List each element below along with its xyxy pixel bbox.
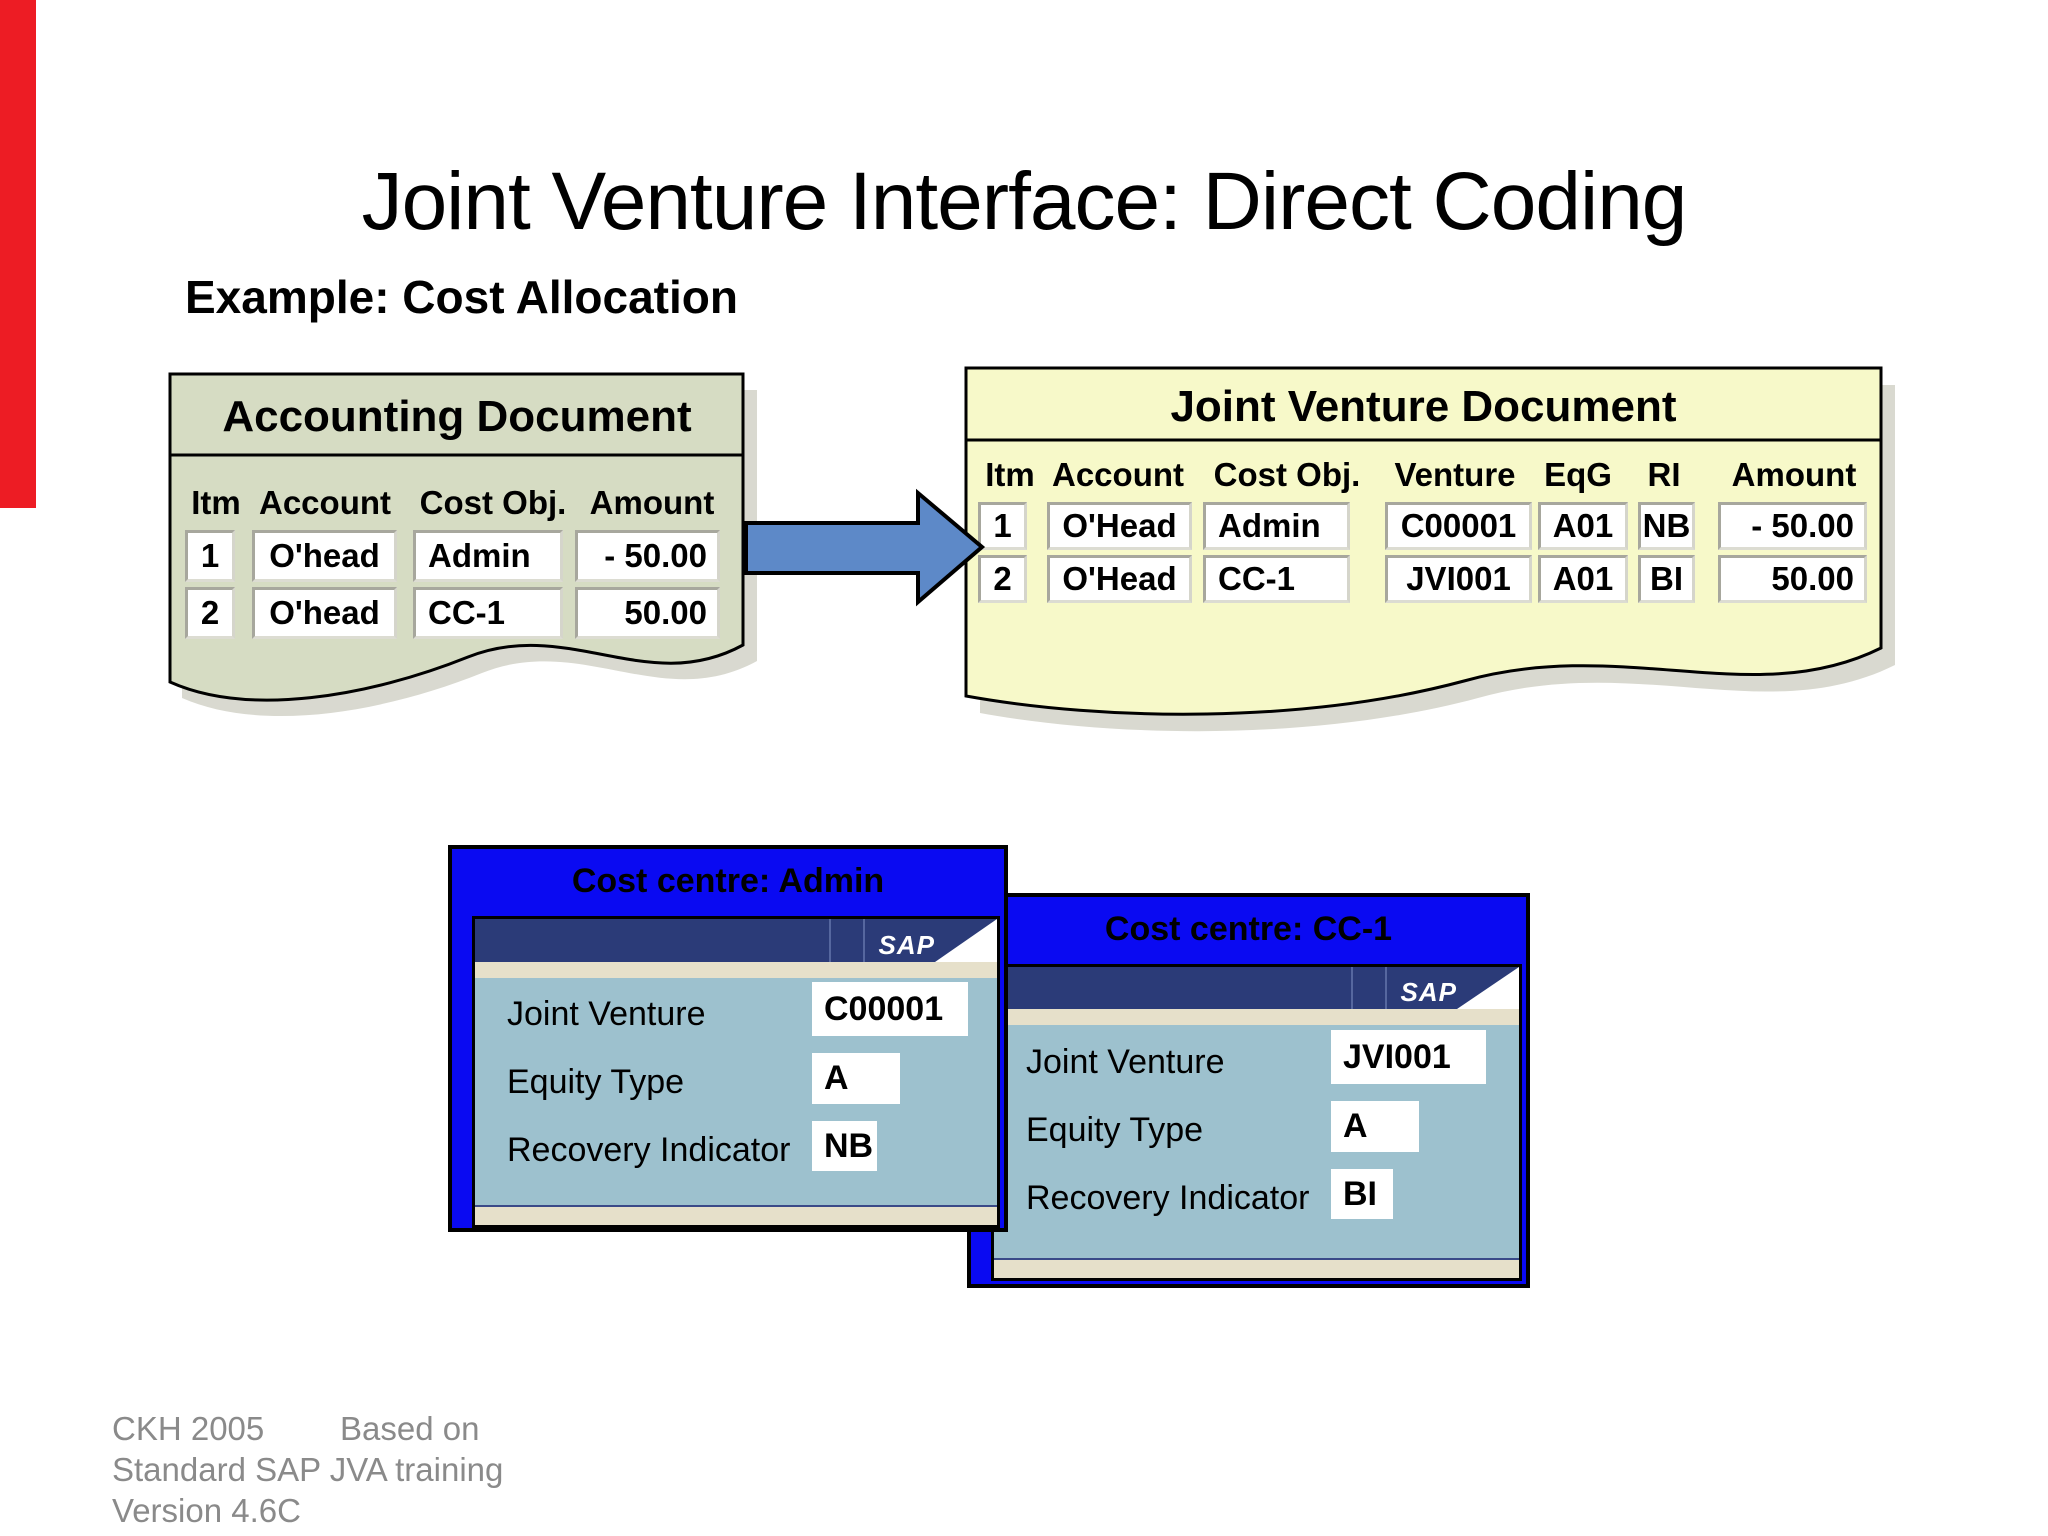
table-cell-costobj: CC-1 <box>1203 555 1350 603</box>
sap-logo-triangle-icon <box>1457 967 1519 1009</box>
field-label-equity-type: Equity Type <box>507 1063 685 1101</box>
divider <box>1351 967 1353 1009</box>
status-strip <box>994 1258 1519 1278</box>
field-input-equity-type[interactable]: A <box>812 1053 900 1104</box>
table-cell-amount: - 50.00 <box>575 530 720 582</box>
column-header-itm: Itm <box>985 456 1035 493</box>
accent-bar <box>0 0 36 508</box>
table-cell-ri: BI <box>1638 555 1695 603</box>
field-label-joint-venture: Joint Venture <box>1026 1043 1225 1081</box>
column-header-ri: RI <box>1647 456 1681 493</box>
table-cell-itm: 1 <box>185 530 235 582</box>
footer-based-on: Based on <box>340 1410 480 1447</box>
divider <box>829 919 831 962</box>
footer-line3: Version 4.6C <box>112 1492 301 1529</box>
table-cell-amount: - 50.00 <box>1718 502 1867 550</box>
field-label-equity-type: Equity Type <box>1026 1111 1204 1149</box>
sap-logo-icon: SAP <box>1400 977 1457 1007</box>
footer: CKH 2005 Based on Standard SAP JVA train… <box>112 1408 503 1531</box>
page-subtitle: Example: Cost Allocation <box>185 271 738 324</box>
sap-title-bar: SAP <box>994 967 1519 1009</box>
field-input-recovery-indicator[interactable]: NB <box>812 1121 877 1171</box>
table-cell-costobj: Admin <box>413 530 563 582</box>
table-cell-account: O'Head <box>1047 555 1192 603</box>
footer-credit: CKH 2005 <box>112 1410 265 1447</box>
status-strip <box>475 1205 997 1225</box>
dialog-title: Cost centre: Admin <box>571 862 885 900</box>
joint-venture-document: Joint Venture Document Itm Account Cost … <box>964 366 1899 766</box>
field-input-equity-type[interactable]: A <box>1331 1101 1419 1152</box>
divider <box>1385 967 1387 1009</box>
field-label-recovery-indicator: Recovery Indicator <box>1026 1179 1310 1217</box>
column-header-venture: Venture <box>1394 456 1516 493</box>
table-cell-itm: 1 <box>978 502 1027 550</box>
column-header-amount: Amount <box>589 484 715 521</box>
table-cell-account: O'head <box>252 587 397 639</box>
accounting-document: Accounting Document Itm Account Cost Obj… <box>168 372 763 757</box>
footer-line2: Standard SAP JVA training <box>112 1451 504 1488</box>
table-cell-itm: 2 <box>978 555 1027 603</box>
table-cell-amount: 50.00 <box>1718 555 1867 603</box>
field-label-recovery-indicator: Recovery Indicator <box>507 1131 791 1169</box>
column-header-costobj: Cost Obj. <box>419 484 567 521</box>
divider <box>863 919 865 962</box>
cost-centre-cc1-dialog: Cost centre: CC-1 SAP Joint Venture Equi… <box>967 893 1530 1288</box>
column-header-itm: Itm <box>191 484 241 521</box>
field-input-joint-venture[interactable]: C00001 <box>812 982 968 1036</box>
column-header-account: Account <box>1052 456 1184 493</box>
table-cell-venture: JVI001 <box>1385 555 1532 603</box>
toolbar-strip <box>994 1009 1519 1025</box>
table-cell-amount: 50.00 <box>575 587 720 639</box>
field-input-joint-venture[interactable]: JVI001 <box>1331 1030 1486 1084</box>
column-header-eqg: EqG <box>1544 456 1612 493</box>
table-cell-account: O'Head <box>1047 502 1192 550</box>
dialog-window: SAP Joint Venture Equity Type Recovery I… <box>991 964 1522 1281</box>
table-cell-costobj: Admin <box>1203 502 1350 550</box>
field-input-recovery-indicator[interactable]: BI <box>1331 1169 1393 1219</box>
table-cell-itm: 2 <box>185 587 235 639</box>
sap-logo-triangle-icon <box>935 919 997 962</box>
toolbar-strip <box>475 962 997 978</box>
sap-title-bar: SAP <box>475 919 997 962</box>
table-cell-account: O'head <box>252 530 397 582</box>
table-cell-venture: C00001 <box>1385 502 1532 550</box>
field-label-joint-venture: Joint Venture <box>507 995 706 1033</box>
page-title: Joint Venture Interface: Direct Coding <box>361 155 1688 247</box>
sap-logo-icon: SAP <box>878 930 935 960</box>
column-header-account: Account <box>259 484 391 521</box>
column-header-amount: Amount <box>1731 456 1857 493</box>
joint-venture-document-title: Joint Venture Document <box>1170 382 1677 431</box>
column-header-costobj: Cost Obj. <box>1213 456 1361 493</box>
dialog-title: Cost centre: CC-1 <box>1104 910 1393 948</box>
table-cell-ri: NB <box>1638 502 1695 550</box>
cost-centre-admin-dialog: Cost centre: Admin SAP Joint Venture Equ… <box>448 845 1008 1232</box>
table-cell-eqg: A01 <box>1538 502 1628 550</box>
table-cell-costobj: CC-1 <box>413 587 563 639</box>
dialog-window: SAP Joint Venture Equity Type Recovery I… <box>472 916 1000 1228</box>
table-cell-eqg: A01 <box>1538 555 1628 603</box>
accounting-document-title: Accounting Document <box>222 392 692 441</box>
flow-arrow <box>744 488 986 607</box>
